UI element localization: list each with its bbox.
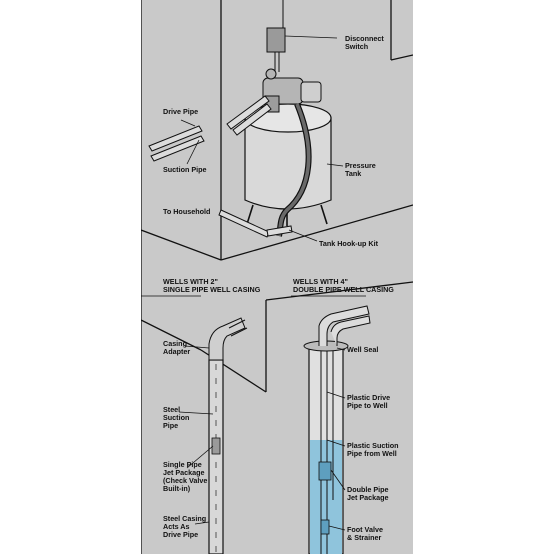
label-plastic-drive-pipe: Plastic Drive Pipe to Well	[347, 393, 391, 410]
well-4in	[303, 305, 371, 554]
label-single-pipe-jet-package: Single Pipe Jet Package (Check Valve Bui…	[163, 460, 208, 493]
well-system-illustration	[141, 0, 413, 554]
label-pressure-tank: Pressure Tank	[345, 161, 376, 178]
label-suction-pipe: Suction Pipe	[163, 165, 207, 174]
label-plastic-suction-pipe: Plastic Suction Pipe from Well	[347, 441, 399, 458]
header-wells-2in: WELLS WITH 2" SINGLE PIPE WELL CASING	[163, 277, 261, 294]
pipe-pair-icon	[148, 125, 205, 162]
label-foot-valve: Foot Valve & Strainer	[347, 525, 383, 542]
well-2in	[208, 317, 248, 554]
conduit	[274, 0, 284, 72]
disconnect-switch-box	[266, 27, 286, 53]
diagram-panel: Disconnect Switch Drive Pipe Suction Pip…	[141, 0, 413, 554]
disconnect-leader	[284, 35, 338, 39]
label-drive-pipe: Drive Pipe	[163, 107, 199, 116]
tank-hookup-kit	[218, 209, 293, 238]
label-casing-adapter: Casing Adapter	[163, 339, 191, 356]
label-to-household: To Household	[163, 207, 211, 216]
label-steel-casing: Steel Casing Acts As Drive Pipe	[163, 514, 207, 539]
label-tank-hookup-kit: Tank Hook-up Kit	[319, 239, 378, 248]
label-disconnect-switch: Disconnect Switch	[345, 34, 384, 51]
pump-inlet-pipes	[226, 95, 272, 136]
label-well-seal: Well Seal	[347, 345, 379, 354]
leader-lines	[141, 119, 366, 531]
header-wells-4in: WELLS WITH 4" DOUBLE PIPE WELL CASING	[293, 277, 394, 294]
label-steel-suction-pipe: Steel Suction Pipe	[163, 405, 190, 430]
label-double-pipe-jet-package: Double Pipe Jet Package	[347, 485, 389, 502]
